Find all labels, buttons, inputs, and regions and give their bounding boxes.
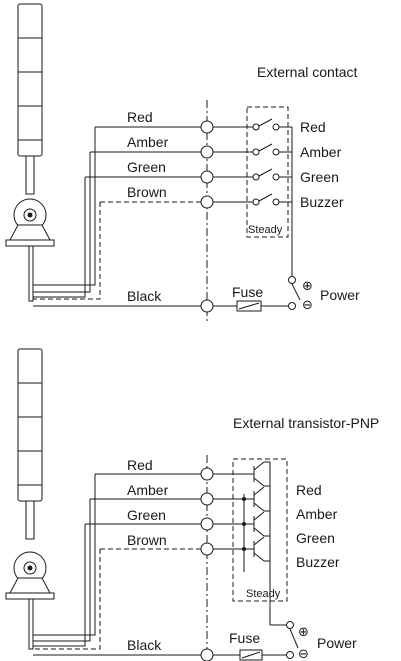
power-label: Power (320, 287, 360, 303)
output-label-green: Green (300, 169, 339, 185)
wire-red (33, 474, 96, 636)
wire-label-brown: Brown (127, 184, 167, 200)
diagram-title: External transistor-PNP (233, 415, 379, 431)
wire-amber (33, 499, 91, 642)
wire-label-black: Black (127, 288, 162, 304)
output-label-buzzer: Buzzer (300, 194, 344, 210)
wire-brown (33, 549, 101, 650)
output-label-amber: Amber (300, 144, 342, 160)
wire-label-black: Black (127, 637, 162, 653)
wire-amber (33, 152, 91, 293)
plus-symbol: ⊕ (302, 279, 313, 294)
fuse-label: Fuse (232, 284, 263, 300)
wire-label-red: Red (127, 109, 153, 125)
fuse-label: Fuse (229, 630, 260, 646)
output-label-green: Green (296, 530, 335, 546)
diagram-external-contact: External contact Red Amber Green Brown B… (5, 3, 360, 322)
wire-green (33, 524, 86, 647)
output-label-red: Red (296, 482, 322, 498)
wire-label-brown: Brown (127, 532, 167, 548)
output-label-buzzer: Buzzer (296, 554, 340, 570)
pnp-transistors-icon (213, 461, 270, 572)
wire-label-red: Red (127, 457, 153, 473)
wire-label-amber: Amber (127, 134, 169, 150)
wire-green (33, 177, 86, 298)
power-label: Power (317, 635, 357, 651)
wire-red (33, 127, 96, 286)
diagram-title: External contact (257, 64, 357, 80)
wire-label-green: Green (127, 159, 166, 175)
minus-symbol: ⊖ (298, 647, 309, 661)
diagram-external-transistor-pnp: External transistor-PNP Red Amber Green … (5, 348, 379, 661)
plus-symbol: ⊕ (298, 625, 309, 640)
signal-tower-icon (5, 348, 55, 650)
wire-label-green: Green (127, 507, 166, 523)
minus-symbol: ⊖ (302, 298, 313, 313)
signal-tower-icon (5, 3, 55, 302)
steady-label: Steady (248, 224, 283, 236)
steady-box (232, 458, 288, 602)
output-label-red: Red (300, 119, 326, 135)
steady-box (246, 106, 289, 238)
output-label-amber: Amber (296, 506, 338, 522)
contact-switches (252, 118, 280, 206)
wire-brown (33, 202, 101, 300)
wire-label-amber: Amber (127, 482, 169, 498)
steady-label: Steady (246, 588, 281, 600)
